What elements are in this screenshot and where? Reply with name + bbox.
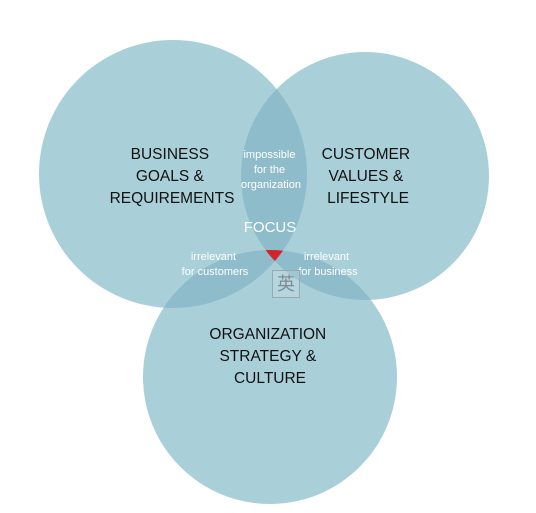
- overlap-business-customer-label: impossible for the organization: [241, 149, 301, 191]
- stamp-icon: 英: [272, 270, 300, 298]
- business-label: BUSINESS GOALS & REQUIREMENTS: [110, 146, 235, 207]
- overlap-customer-organization-label: irrelevant for business: [298, 251, 358, 278]
- focus-label: FOCUS: [244, 219, 297, 236]
- customer-circle: [241, 52, 489, 300]
- overlap-business-organization-label: irrelevant for customers: [182, 251, 249, 278]
- customer-label: CUSTOMER VALUES & LIFESTYLE: [322, 146, 415, 207]
- organization-circle: [143, 250, 397, 504]
- organization-label: ORGANIZATION STRATEGY & CULTURE: [209, 326, 330, 387]
- business-circle: [39, 40, 307, 308]
